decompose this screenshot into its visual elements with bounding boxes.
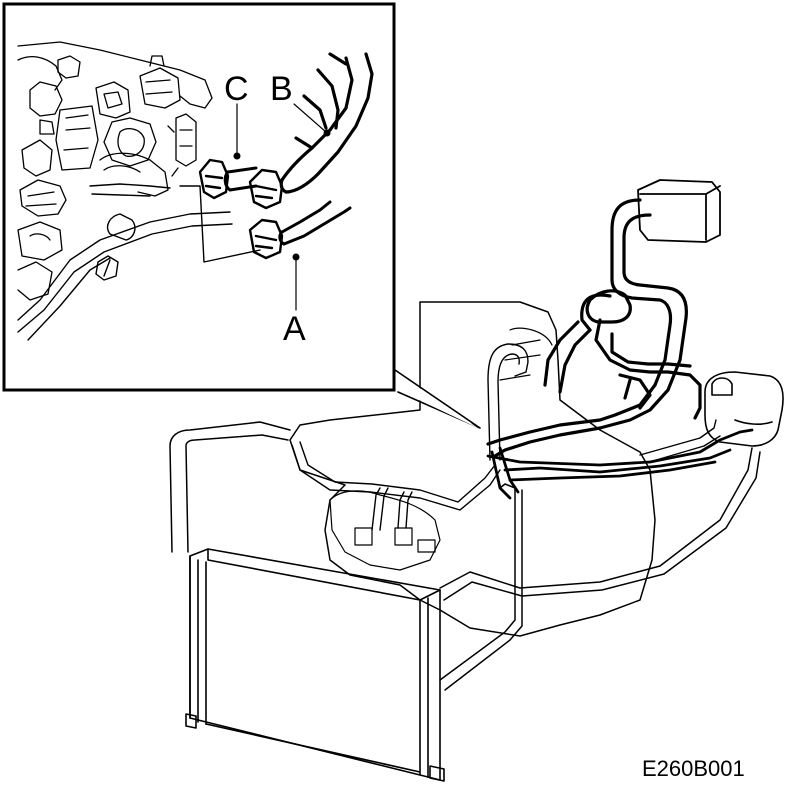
inset-leader-fill: [396, 372, 478, 428]
inset-engine-parts: [17, 41, 213, 301]
hose-clamp-a: [248, 218, 284, 260]
radiator-hose-lower: [439, 483, 523, 691]
hose-b: [279, 52, 374, 194]
leader-dot-c: [233, 152, 241, 160]
detail-inset: C B A: [2, 2, 396, 392]
heater-hoses: [486, 198, 702, 458]
engine-pipe-1: [291, 444, 501, 511]
engine-pipe-2: [371, 487, 413, 531]
engine-detail-2: [499, 327, 553, 381]
leader-dot-b: [323, 129, 331, 137]
leader-dot-a: [292, 253, 300, 261]
engine-pipe-1b: [299, 441, 496, 503]
engine-mount: [354, 527, 436, 553]
return-pipe-long: [439, 447, 761, 601]
inset-frame: [2, 2, 396, 392]
radiator: [185, 548, 445, 782]
inset-pipes: [17, 183, 261, 341]
hose-clamp-b: [248, 168, 284, 210]
callout-b: B: [270, 70, 293, 108]
bypass-pipe: [487, 343, 529, 461]
engine-detail: [329, 490, 441, 571]
callout-a: A: [283, 310, 306, 348]
expansion-tank: [704, 371, 784, 447]
leader-b: [293, 103, 327, 133]
hose-a: [278, 200, 352, 246]
heater-box: [637, 179, 721, 243]
figure-id: E260B001: [642, 756, 745, 781]
radiator-hose-upper: [169, 421, 291, 553]
hose-c: [223, 166, 258, 192]
callout-c: C: [224, 70, 249, 108]
coolant-lines: [486, 428, 754, 500]
main-assembly: [169, 179, 784, 782]
tank-connector: [639, 419, 721, 464]
inset-leader: [394, 369, 481, 429]
